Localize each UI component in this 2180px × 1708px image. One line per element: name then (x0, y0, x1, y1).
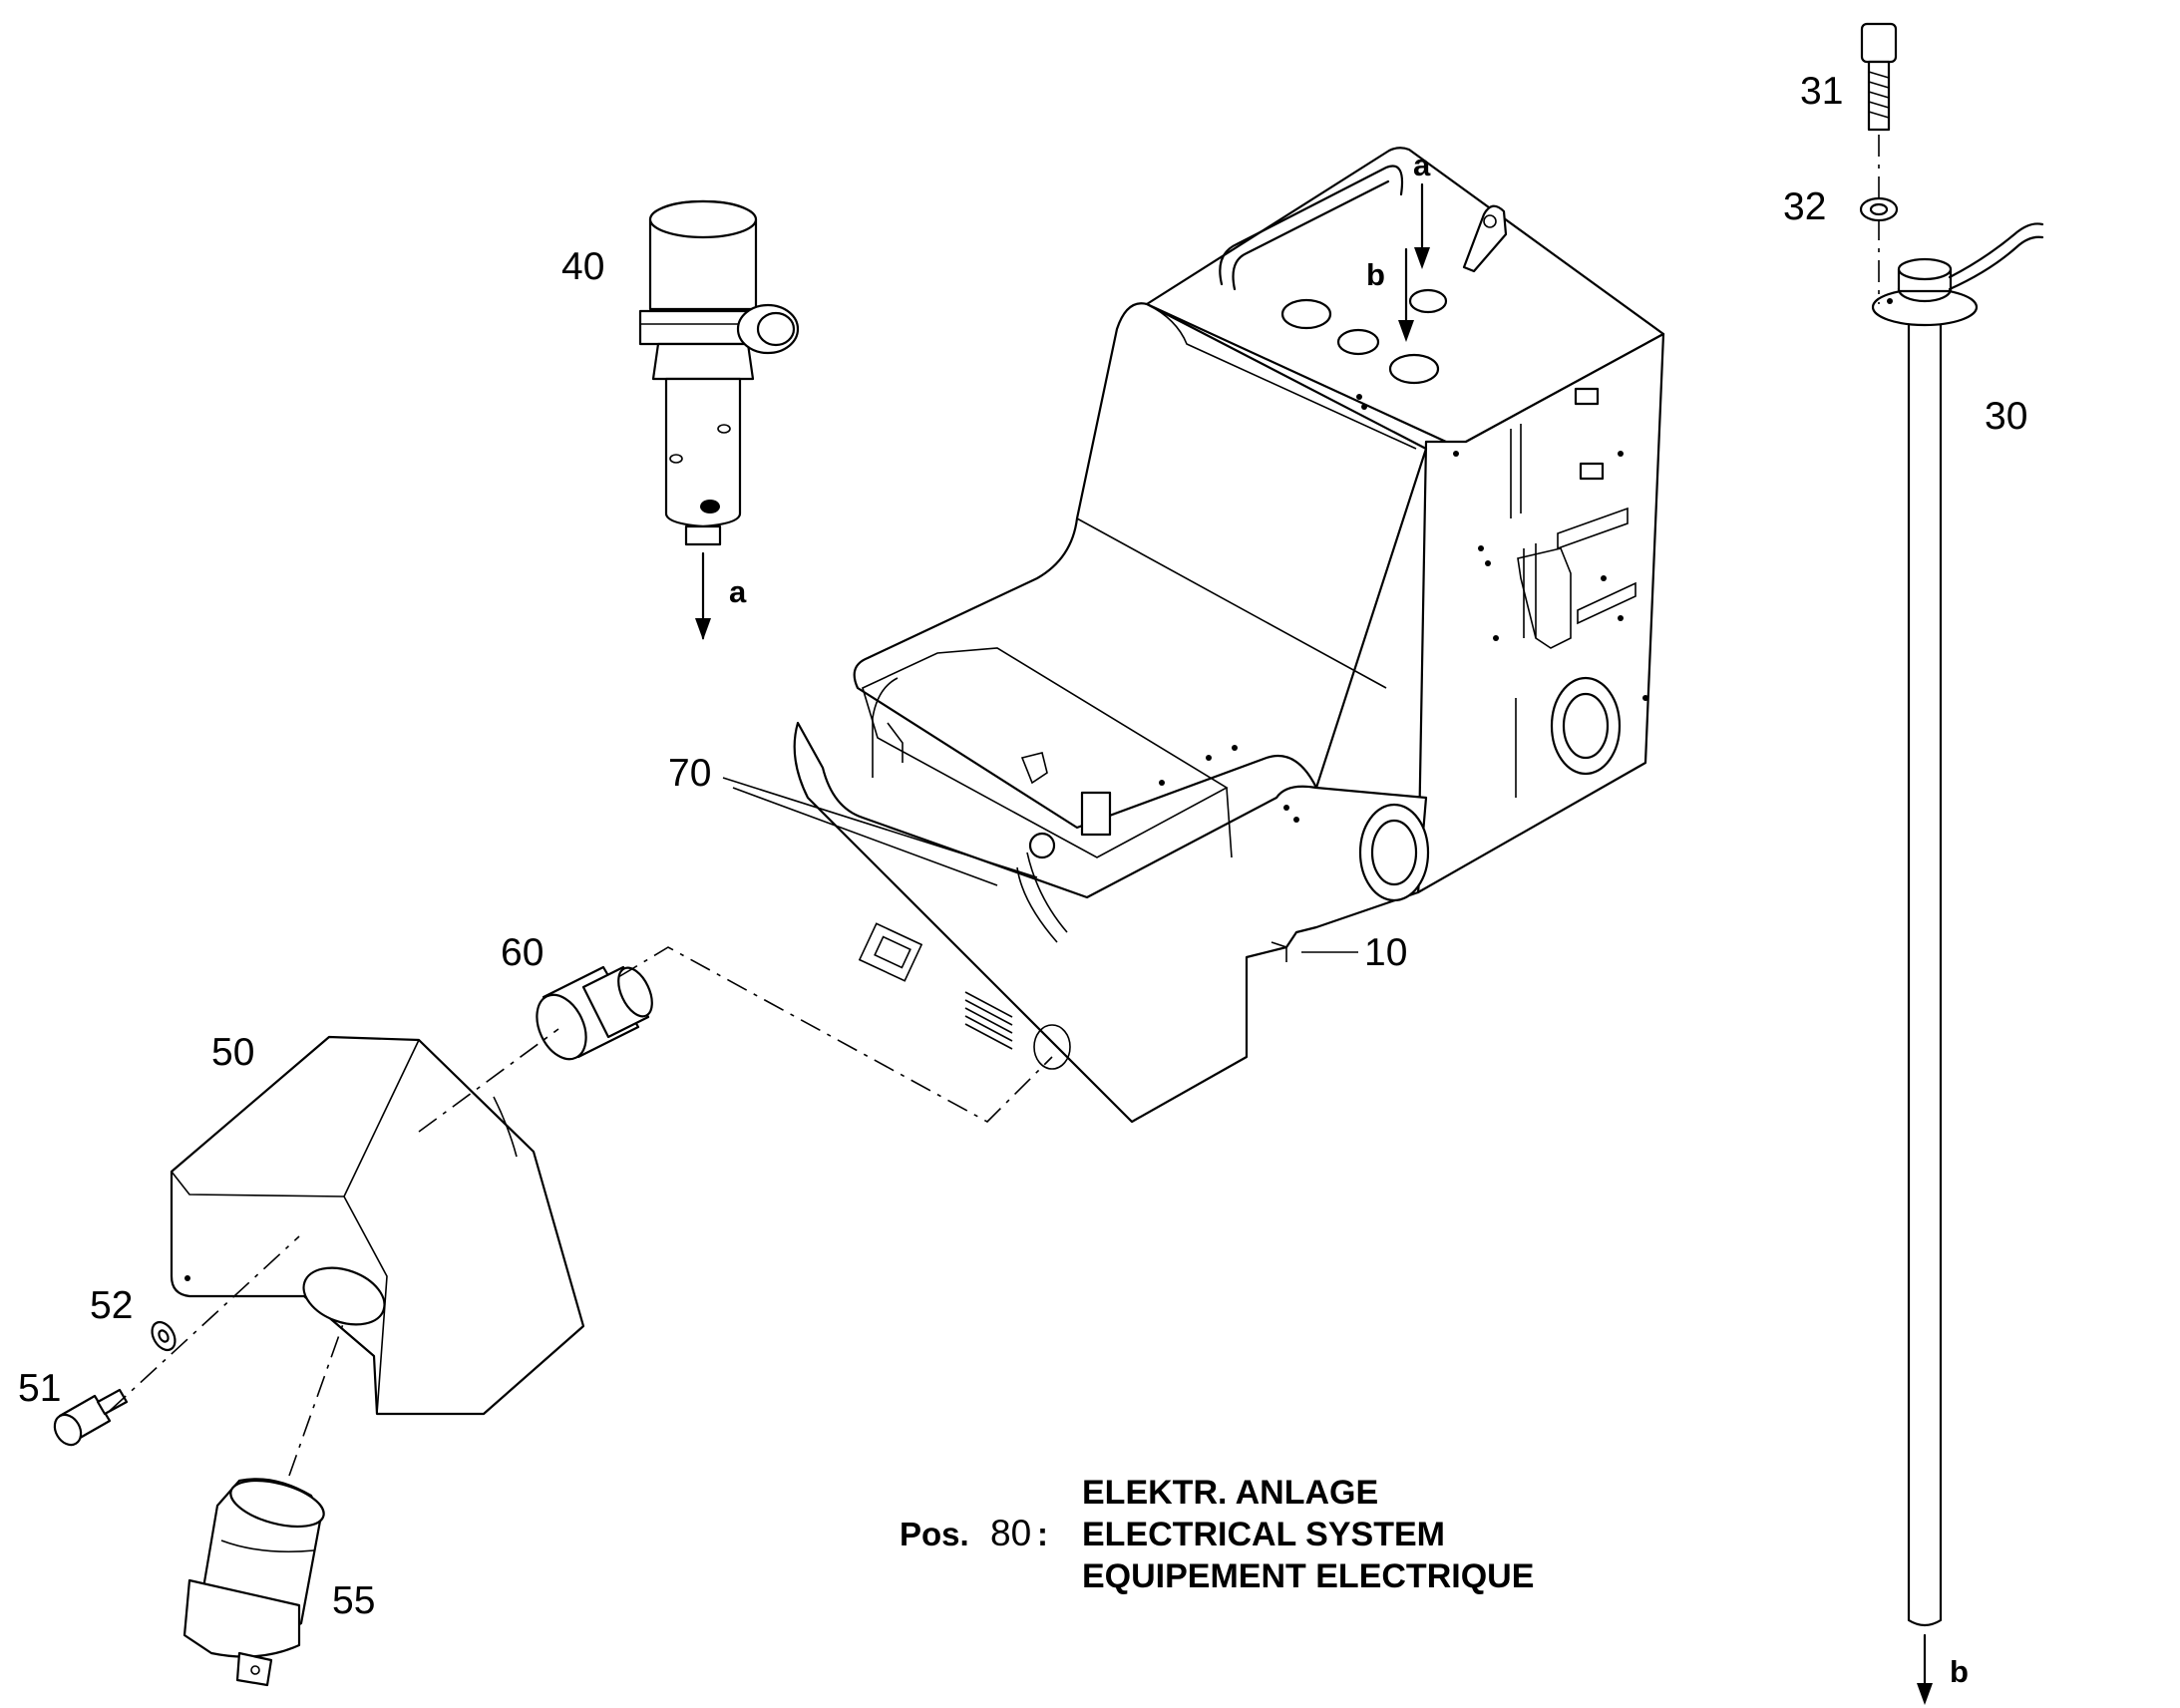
callout-55: 55 (332, 1579, 375, 1622)
caption-pos-label: Pos. (900, 1516, 969, 1552)
assembly-line-60-to-10 (617, 946, 1053, 1123)
fitting-part-60 (536, 965, 653, 1061)
callout-51: 51 (18, 1367, 61, 1410)
screw-part-51 (53, 1388, 129, 1447)
callout-70: 70 (668, 752, 711, 795)
arrow-a-housing-head (1414, 247, 1430, 269)
assembly-line-50-to-60 (418, 1028, 559, 1133)
caption-pos-colon: : (1037, 1516, 1048, 1552)
letter-a-filter: a (729, 574, 747, 609)
vent-grille (964, 991, 1013, 1050)
caption-line-fr: EQUIPEMENT ELECTRIQUE (1082, 1557, 1534, 1595)
washer-part-32 (1859, 196, 1899, 222)
housing-part-10 (793, 147, 1665, 1124)
position-caption: Pos. 80 : ELEKTR. ANLAGE ELECTRICAL SYST… (900, 1474, 1534, 1595)
cover-part-50 (170, 1035, 585, 1416)
assembly-line-55-to-50 (288, 1320, 345, 1477)
callout-60: 60 (501, 931, 544, 974)
letter-a-housing: a (1413, 148, 1431, 182)
connector-part-55 (182, 1478, 325, 1687)
arrow-b-housing-head (1398, 320, 1414, 342)
assembly-line-51-to-50 (109, 1235, 300, 1412)
washer-part-52 (151, 1320, 177, 1352)
caption-pos-number: 80 (990, 1513, 1031, 1553)
level-probe-part-30 (1871, 222, 2044, 1705)
callout-50: 50 (211, 1031, 254, 1074)
letter-b-housing: b (1366, 257, 1385, 292)
leader-line-70b (732, 787, 998, 886)
letter-b-rod: b (1950, 1654, 1969, 1689)
screw-part-31 (1860, 22, 1898, 304)
caption-line-en: ELECTRICAL SYSTEM (1082, 1516, 1445, 1553)
caption-line-de: ELEKTR. ANLAGE (1082, 1474, 1378, 1512)
callout-31: 31 (1800, 70, 1843, 113)
callout-40: 40 (561, 245, 604, 288)
filter-part-40 (638, 199, 800, 640)
callout-30: 30 (1985, 395, 2027, 438)
leader-line-70 (722, 777, 1038, 878)
callout-10: 10 (1364, 931, 1407, 974)
callout-32: 32 (1783, 185, 1826, 228)
callout-52: 52 (90, 1284, 133, 1327)
